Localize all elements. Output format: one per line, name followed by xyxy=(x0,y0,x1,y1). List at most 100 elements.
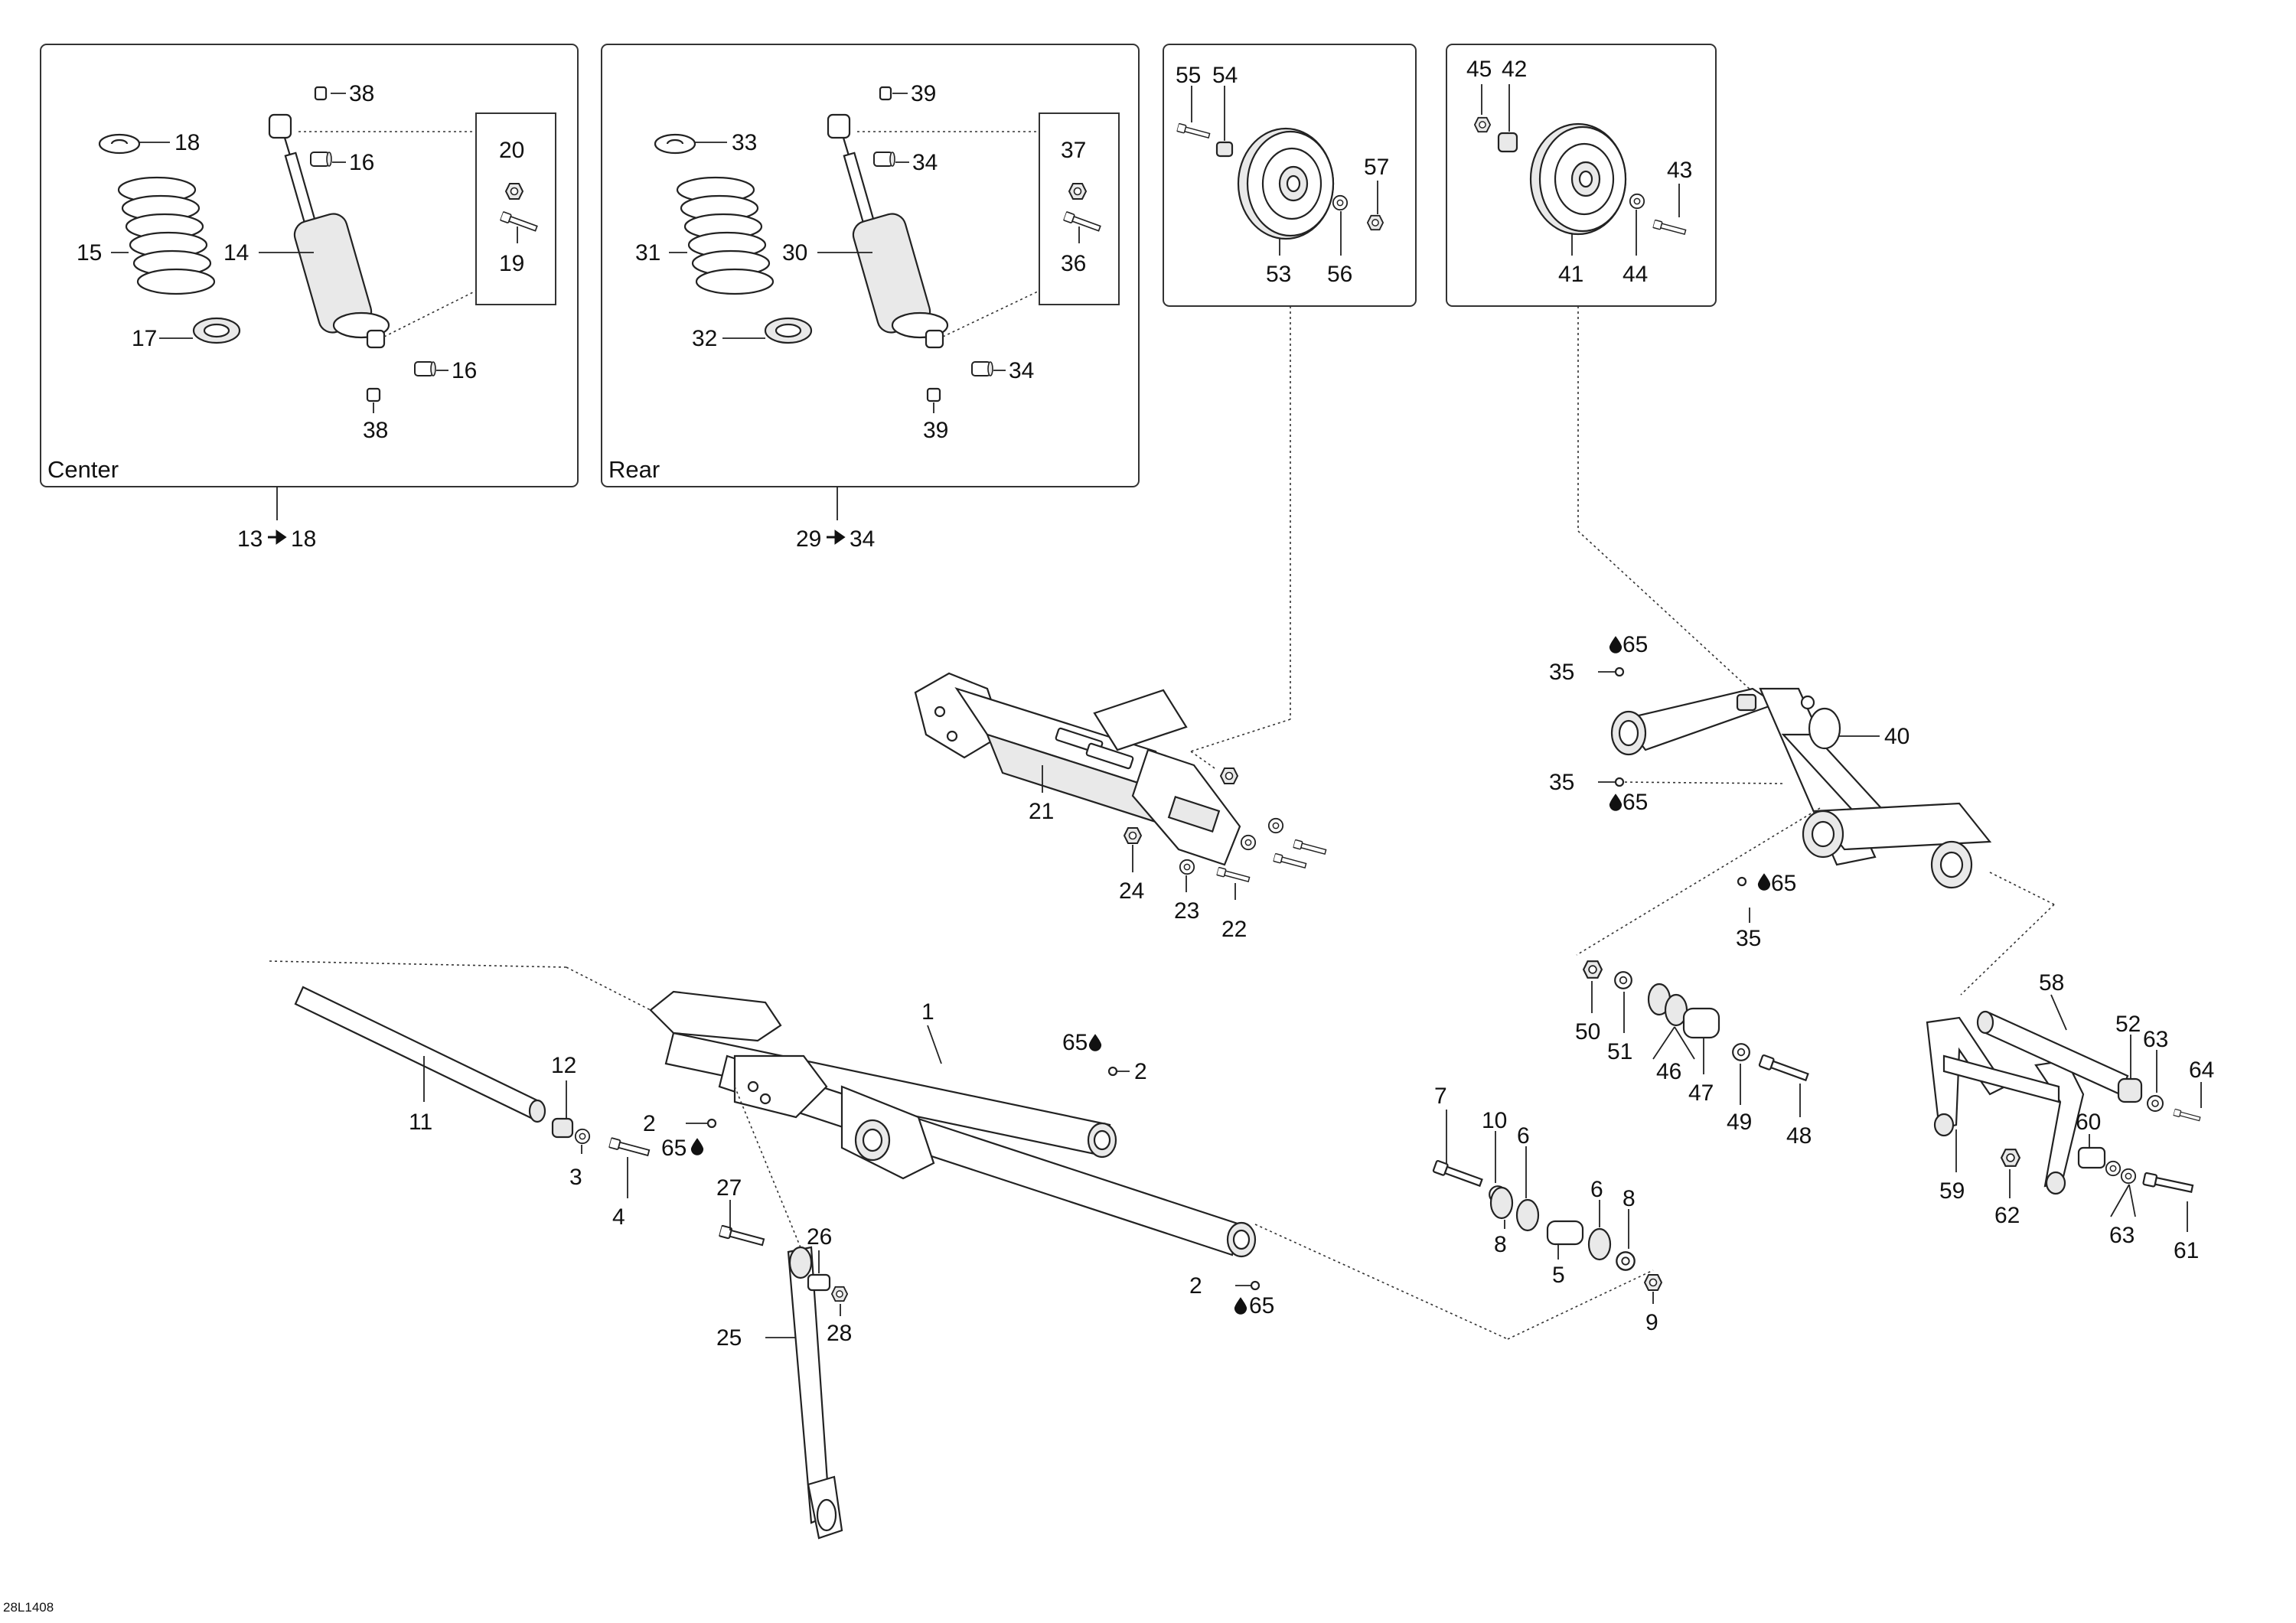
bushing-12 xyxy=(551,1117,574,1139)
label-43: 43 xyxy=(1667,158,1692,183)
spacer-54 xyxy=(1215,141,1234,158)
label-41: 41 xyxy=(1558,262,1583,287)
label-49: 49 xyxy=(1727,1110,1752,1135)
label-52: 52 xyxy=(2115,1012,2141,1037)
label-12: 12 xyxy=(551,1053,576,1078)
cross-shaft-11 xyxy=(294,986,546,1123)
bushing-6-a xyxy=(1515,1198,1540,1232)
label-55: 55 xyxy=(1176,63,1201,88)
washer-8-b xyxy=(1616,1251,1636,1271)
grease-fitting-2-a xyxy=(1107,1066,1118,1077)
spacer-60 xyxy=(2077,1146,2106,1169)
label-6-right: 6 xyxy=(1590,1177,1603,1202)
washer-63 xyxy=(2147,1095,2164,1112)
label-47: 47 xyxy=(1688,1080,1714,1106)
nut-9 xyxy=(1644,1274,1662,1291)
spacer-42 xyxy=(1497,132,1518,153)
label-40: 40 xyxy=(1884,724,1910,749)
label-65-left: 65 xyxy=(661,1136,687,1161)
nut-45 xyxy=(1474,116,1491,133)
bushing-16-top xyxy=(310,152,332,167)
spring-stopper xyxy=(98,133,141,155)
oil-drop-icon xyxy=(1609,794,1623,811)
label-11: 11 xyxy=(409,1110,432,1135)
label-25: 25 xyxy=(716,1325,742,1351)
label-46: 46 xyxy=(1656,1059,1681,1084)
bushing-39-top xyxy=(879,86,892,101)
nut-24 xyxy=(1124,827,1142,844)
rear-range-start: 29 xyxy=(796,526,821,552)
label-32: 32 xyxy=(692,326,717,351)
rear-bracket-59 xyxy=(1926,1016,2085,1195)
label-35-mid: 35 xyxy=(1549,770,1574,795)
label-15: 15 xyxy=(77,240,102,266)
link-rod-25 xyxy=(787,1246,843,1540)
label-21: 21 xyxy=(1029,799,1054,824)
label-26: 26 xyxy=(807,1224,832,1250)
label-34-bottom: 34 xyxy=(1009,358,1034,383)
front-arm-support-21 xyxy=(914,672,1241,866)
label-18: 18 xyxy=(174,130,200,155)
label-4: 4 xyxy=(612,1204,625,1230)
grease-fitting-35-mid xyxy=(1614,777,1625,787)
nut-20 xyxy=(505,183,523,200)
nut-37 xyxy=(1068,183,1087,200)
spacer-5 xyxy=(1546,1220,1584,1246)
idler-wheel-box-41: 45 42 43 41 44 xyxy=(1446,44,1753,693)
label-31: 31 xyxy=(635,240,660,266)
arrow-right-icon xyxy=(266,530,286,544)
center-shock-box: Center 13 18 xyxy=(40,44,579,552)
rear-shock-box: Rear 29 34 xyxy=(601,44,1140,552)
label-27: 27 xyxy=(716,1175,742,1201)
label-20: 20 xyxy=(499,138,524,163)
bolt-27 xyxy=(718,1224,765,1249)
drawing-code: 28L1408 xyxy=(3,1600,54,1615)
center-box-title: Center xyxy=(47,456,119,483)
bushing-8-a xyxy=(1489,1186,1514,1220)
washer-63-b xyxy=(2120,1168,2137,1185)
label-6: 6 xyxy=(1517,1123,1530,1149)
bolt-7 xyxy=(1432,1159,1484,1190)
grease-fitting-2-b xyxy=(706,1118,717,1129)
washer-44 xyxy=(1629,193,1645,210)
oil-drop-icon xyxy=(1088,1034,1102,1051)
label-57: 57 xyxy=(1364,155,1389,180)
label-23: 23 xyxy=(1174,898,1199,924)
label-56: 56 xyxy=(1327,262,1352,287)
grease-fitting-35-bottom xyxy=(1737,876,1747,887)
washer-63-a xyxy=(2105,1160,2122,1177)
label-10: 10 xyxy=(1482,1108,1507,1133)
label-33: 33 xyxy=(732,130,757,155)
grease-fitting-35-top xyxy=(1614,666,1625,677)
nut-62 xyxy=(2001,1149,2020,1167)
label-9: 9 xyxy=(1645,1310,1658,1335)
washer-23 xyxy=(1179,859,1195,875)
label-2-arm: 2 xyxy=(1134,1059,1147,1084)
label-39: 39 xyxy=(911,81,936,106)
label-39-bottom: 39 xyxy=(923,418,948,443)
label-61: 61 xyxy=(2174,1238,2199,1263)
label-36: 36 xyxy=(1061,251,1086,276)
bushing-39-bottom xyxy=(926,387,941,402)
label-16-bottom: 16 xyxy=(452,358,477,383)
label-38: 38 xyxy=(349,81,374,106)
washer-51 xyxy=(1614,971,1632,989)
bolt-22 xyxy=(1215,866,1251,885)
label-7: 7 xyxy=(1434,1084,1447,1109)
washer-49 xyxy=(1732,1043,1750,1061)
spring-stopper-rear xyxy=(654,133,696,155)
label-65-right: 65 xyxy=(1249,1293,1274,1318)
center-shock-absorber xyxy=(268,113,390,349)
oil-drop-icon xyxy=(1609,636,1623,653)
rear-range-end: 34 xyxy=(850,526,875,552)
label-2-right: 2 xyxy=(1189,1273,1202,1299)
idler-wheel-box-53: 55 54 57 53 56 xyxy=(1163,44,1417,752)
bolt-4 xyxy=(608,1136,651,1159)
grease-fitting-2-c xyxy=(1250,1280,1261,1291)
rear-shock-absorber xyxy=(827,113,949,349)
label-65-lower: 65 xyxy=(1771,871,1796,896)
shaft-58 xyxy=(1976,1010,2129,1096)
center-hardware-inset xyxy=(475,112,556,305)
front-arm-1 xyxy=(649,990,1257,1258)
label-59: 59 xyxy=(1939,1178,1965,1204)
